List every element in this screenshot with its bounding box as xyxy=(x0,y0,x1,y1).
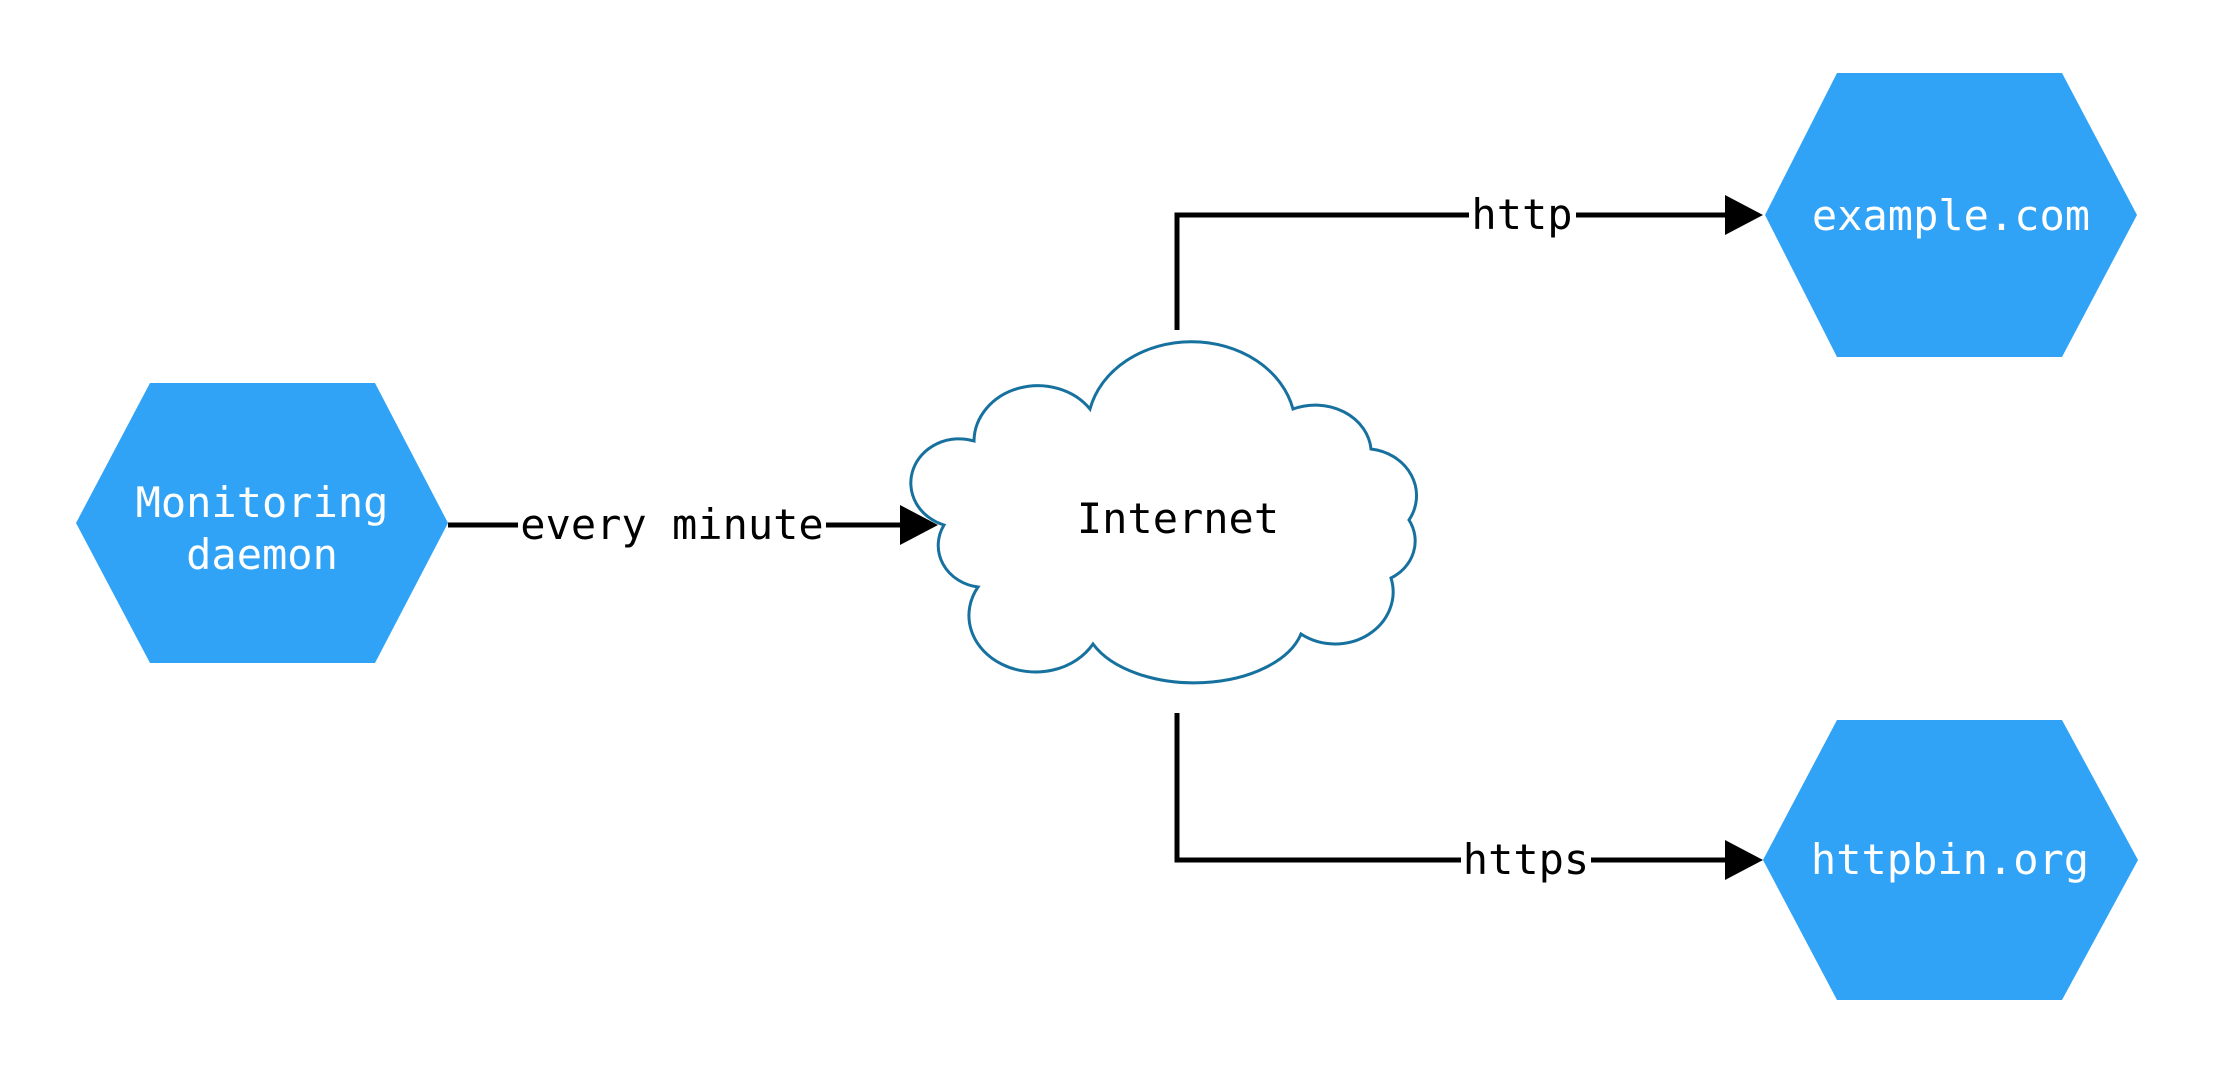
node-label-example-com: example.com xyxy=(1812,191,2090,240)
edge-label-https: https xyxy=(1463,835,1589,884)
hexagon-shape xyxy=(76,383,448,663)
edge-http: http xyxy=(1174,190,1763,330)
node-httpbin-org: httpbin.org xyxy=(1763,720,2138,1000)
edge-line-segment xyxy=(1174,212,1469,330)
arrowhead-icon xyxy=(900,505,938,545)
arrowhead-icon xyxy=(1725,840,1763,880)
node-example-com: example.com xyxy=(1765,73,2137,357)
hexagon-shape xyxy=(1763,720,2138,1000)
cloud-shape xyxy=(909,340,1419,685)
edge-https: https xyxy=(1174,713,1763,884)
node-monitoring-daemon: Monitoring daemon xyxy=(76,383,448,663)
node-label-httpbin-org: httpbin.org xyxy=(1811,835,2089,884)
edge-every-minute: every minute xyxy=(448,500,938,549)
edge-label-http: http xyxy=(1471,190,1572,239)
node-label-line2: daemon xyxy=(186,530,338,579)
node-label-internet: Internet xyxy=(1077,494,1279,543)
node-internet: Internet xyxy=(909,340,1419,685)
edge-label-every-minute: every minute xyxy=(520,500,823,549)
arrowhead-icon xyxy=(1725,195,1763,235)
node-label-line1: Monitoring xyxy=(136,478,389,527)
hexagon-shape xyxy=(1765,73,2137,357)
edge-line-segment xyxy=(1174,713,1461,863)
